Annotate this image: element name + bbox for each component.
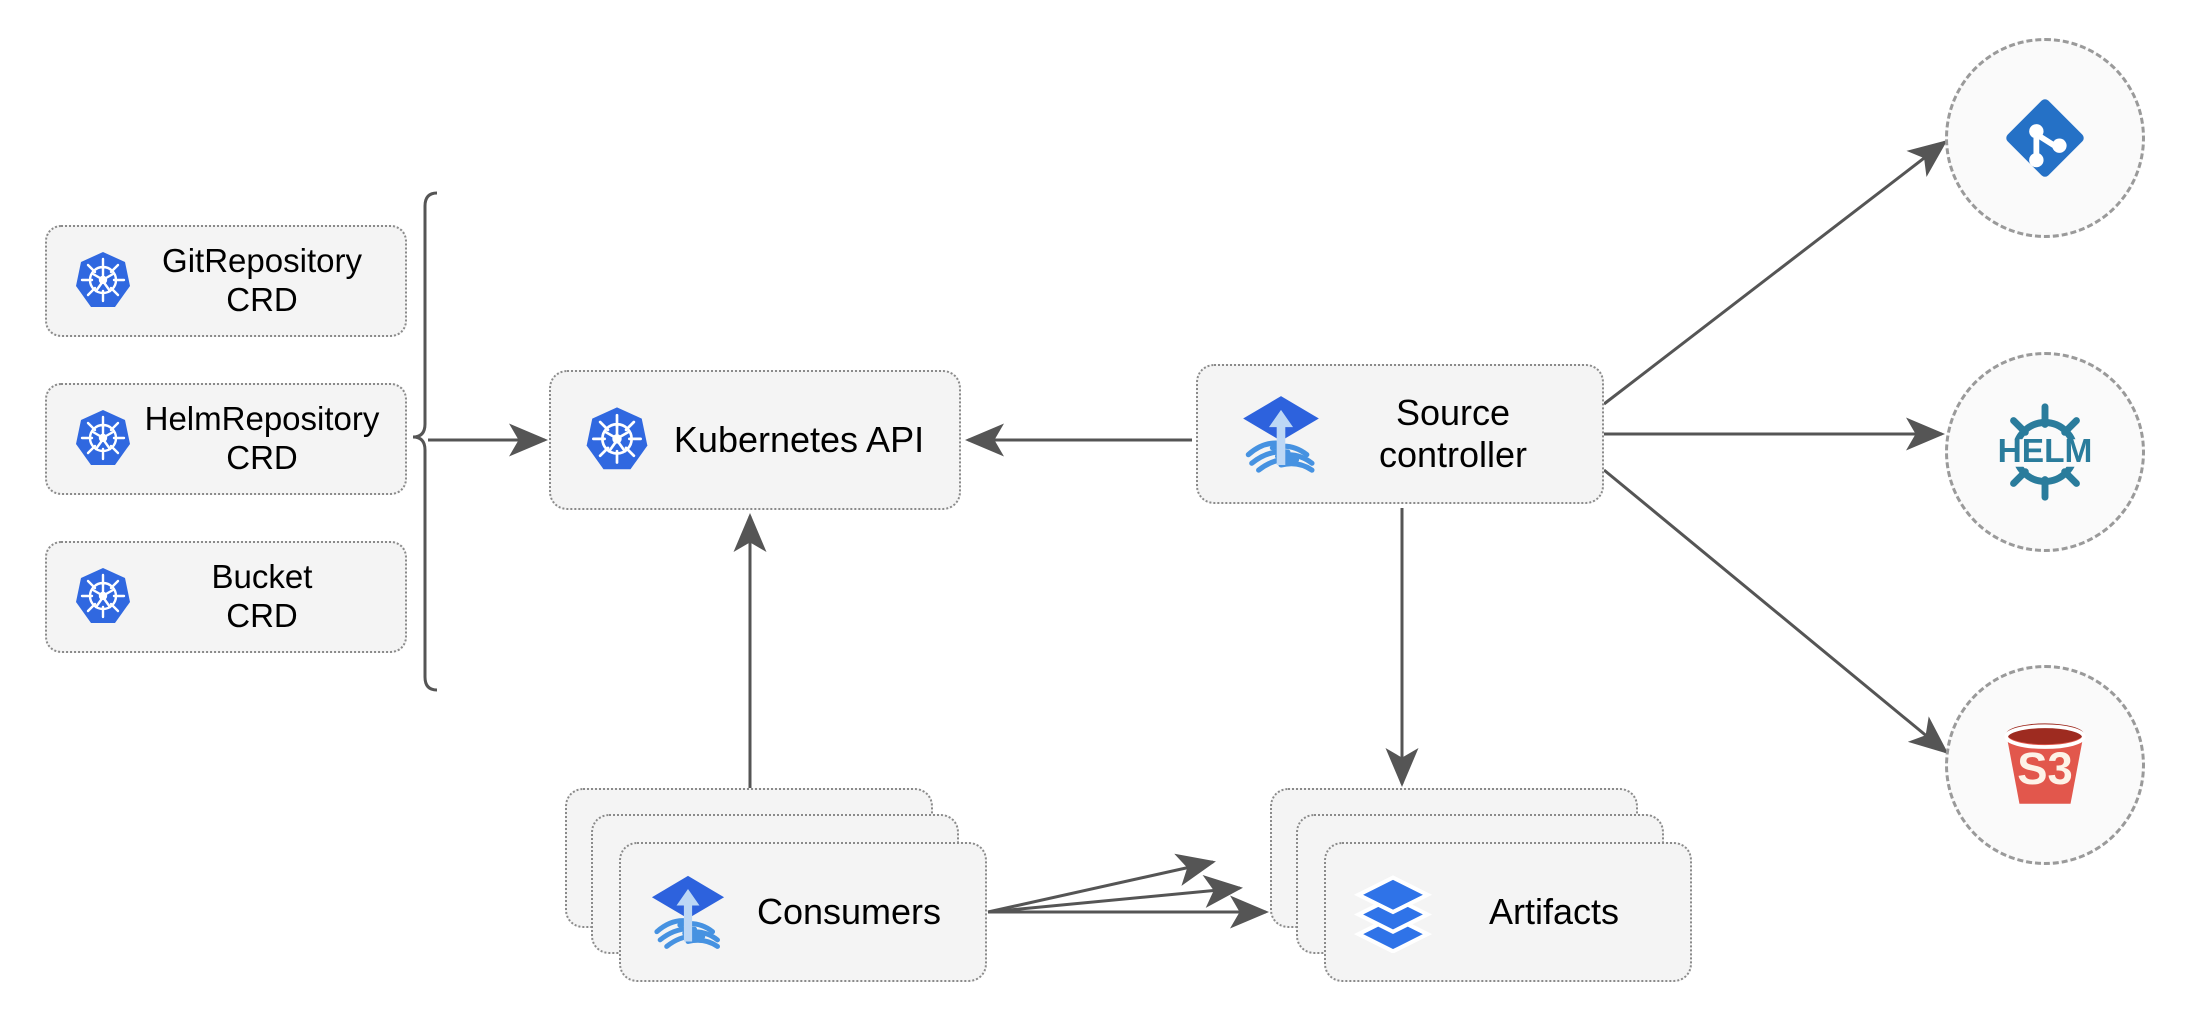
flux-icon: [647, 871, 729, 953]
node-kubernetes-api[interactable]: Kubernetes API: [549, 370, 961, 510]
layers-icon: [1352, 871, 1434, 954]
kubernetes-icon: [71, 407, 135, 471]
s3-label: S3: [2017, 743, 2073, 794]
consumers-stack-front[interactable]: Consumers: [619, 842, 987, 982]
node-gitrepository-crd[interactable]: GitRepository CRD: [45, 225, 407, 337]
artifacts-stack-front[interactable]: Artifacts: [1324, 842, 1692, 982]
helm-icon: HELM: [1986, 393, 2104, 511]
node-label: Artifacts: [1488, 891, 1620, 932]
s3-icon: S3: [1993, 713, 2097, 817]
crd-group-brace: [412, 191, 438, 692]
crd-label: HelmRepository CRD: [144, 400, 380, 476]
helm-label: HELM: [1998, 433, 2093, 470]
git-icon: [1997, 90, 2093, 186]
kubernetes-icon: [71, 565, 135, 629]
edge-consumers-to-artifacts-2: [987, 874, 1243, 914]
node-source-controller[interactable]: Source controller: [1196, 364, 1604, 504]
node-helm-source[interactable]: HELM: [1945, 352, 2145, 552]
crd-label: Bucket CRD: [211, 558, 313, 634]
node-label: Kubernetes API: [673, 418, 925, 460]
node-git-source[interactable]: [1945, 38, 2145, 238]
edge-consumers-to-artifacts-1: [987, 853, 1216, 914]
edge-source-to-s3: [1603, 468, 1949, 754]
node-helmrepository-crd[interactable]: HelmRepository CRD: [45, 383, 407, 495]
node-bucket-crd[interactable]: Bucket CRD: [45, 541, 407, 653]
flux-icon: [1238, 391, 1324, 477]
kubernetes-icon: [581, 404, 653, 476]
edge-source-to-git: [1603, 140, 1948, 406]
node-s3-source[interactable]: S3: [1945, 665, 2145, 865]
crd-label: GitRepository CRD: [162, 242, 362, 318]
node-label: Consumers: [756, 891, 942, 932]
node-label: Source controller: [1378, 391, 1528, 475]
kubernetes-icon: [71, 249, 135, 313]
